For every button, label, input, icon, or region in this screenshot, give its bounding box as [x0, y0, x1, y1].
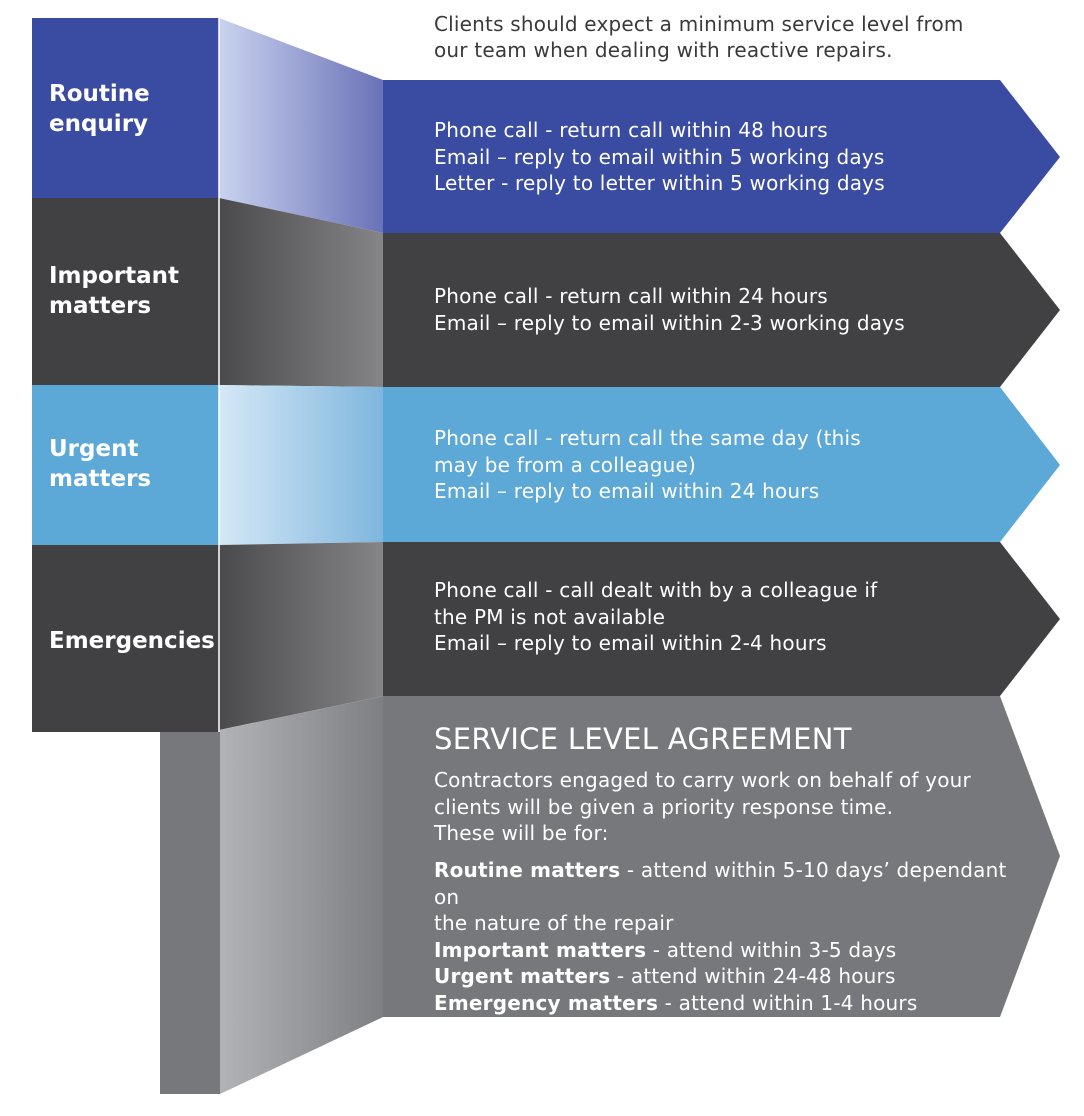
routine-arrow — [383, 80, 1060, 233]
label-line: matters — [49, 466, 152, 492]
intro-line: our team when dealing with reactive repa… — [434, 38, 893, 62]
emergencies-label: Emergencies — [49, 626, 215, 656]
label-line: enquiry — [49, 111, 149, 137]
sla-response-list: Routine matters - attend within 5-10 day… — [434, 857, 1024, 1016]
sla-item-term: Routine matters — [434, 858, 621, 882]
sla-item: Important matters - attend within 3-5 da… — [434, 937, 1024, 964]
emergencies-label-block — [32, 545, 219, 732]
important-arrow — [383, 233, 1060, 387]
sla-body-line: clients will be given a priority respons… — [434, 794, 894, 819]
intro-line: Clients should expect a minimum service … — [434, 12, 964, 36]
detail-line: Phone call - return call within 48 hours — [434, 118, 828, 142]
label-line: Routine — [49, 81, 150, 107]
label-line: Emergencies — [49, 628, 215, 654]
sla-body-line: Contractors engaged to carry work on beh… — [434, 768, 971, 792]
sla-item-text: - attend within 24-48 hours — [610, 964, 896, 988]
routine-label: Routine enquiry — [49, 79, 214, 139]
sla-item-term: Important matters — [434, 937, 647, 962]
emergencies-connector — [219, 542, 383, 730]
detail-line: Email – reply to email within 24 hours — [434, 479, 820, 503]
sla-arrow — [383, 696, 1060, 1017]
label-line: matters — [49, 293, 152, 319]
label-line: Urgent — [49, 436, 139, 462]
important-connector — [219, 198, 383, 387]
detail-line: may be from a colleague) — [434, 452, 696, 477]
emergencies-arrow — [383, 542, 1060, 696]
sla-item: Urgent matters - attend within 24-48 hou… — [434, 963, 1024, 990]
sla-body-line: These will be for: — [434, 821, 609, 845]
detail-line: the PM is not available — [434, 604, 666, 629]
intro-text: Clients should expect a minimum service … — [434, 11, 1034, 63]
sla-item: Routine matters - attend within 5-10 day… — [434, 857, 1024, 910]
detail-line: Phone call - return call within 24 hours — [434, 284, 828, 308]
sla-item: the nature of the repair — [434, 910, 1024, 937]
label-line: Important — [49, 263, 180, 289]
important-details: Phone call - return call within 24 hours… — [434, 283, 994, 336]
important-label: Important matters — [49, 261, 214, 321]
routine-label-block — [32, 18, 219, 198]
urgent-connector — [219, 385, 383, 545]
emergencies-details: Phone call - call dealt with by a collea… — [434, 577, 994, 657]
urgent-label-block — [32, 385, 219, 545]
sla-item-text: - attend within 1-4 hours — [658, 990, 918, 1015]
detail-line: Phone call - call dealt with by a collea… — [434, 578, 878, 602]
detail-line: Email – reply to email within 5 working … — [434, 144, 885, 169]
sla-connector — [220, 696, 383, 1094]
sla-item-term: Emergency matters — [434, 990, 659, 1015]
urgent-label: Urgent matters — [49, 434, 214, 494]
routine-details: Phone call - return call within 48 hours… — [434, 117, 994, 197]
sla-side-column — [160, 696, 220, 1094]
detail-line: Email – reply to email within 2-3 workin… — [434, 310, 905, 335]
sla-item-term: Urgent matters — [434, 964, 611, 988]
detail-line: Email – reply to email within 2-4 hours — [434, 631, 827, 655]
detail-line: Letter - reply to letter within 5 workin… — [434, 171, 885, 195]
routine-connector — [219, 18, 383, 233]
detail-line: Phone call - return call the same day (t… — [434, 426, 861, 450]
sla-item-text: - attend within 5-10 days’ dependant on — [434, 858, 1007, 909]
sla-item: Emergency matters - attend within 1-4 ho… — [434, 990, 1024, 1017]
important-label-block — [32, 198, 219, 385]
urgent-details: Phone call - return call the same day (t… — [434, 425, 994, 505]
urgent-arrow — [383, 387, 1060, 542]
sla-title: SERVICE LEVEL AGREEMENT — [434, 722, 852, 756]
sla-body: Contractors engaged to carry work on beh… — [434, 767, 1024, 847]
sla-item-text: the nature of the repair — [434, 911, 674, 935]
sla-item-text: - attend within 3-5 days — [646, 937, 897, 962]
